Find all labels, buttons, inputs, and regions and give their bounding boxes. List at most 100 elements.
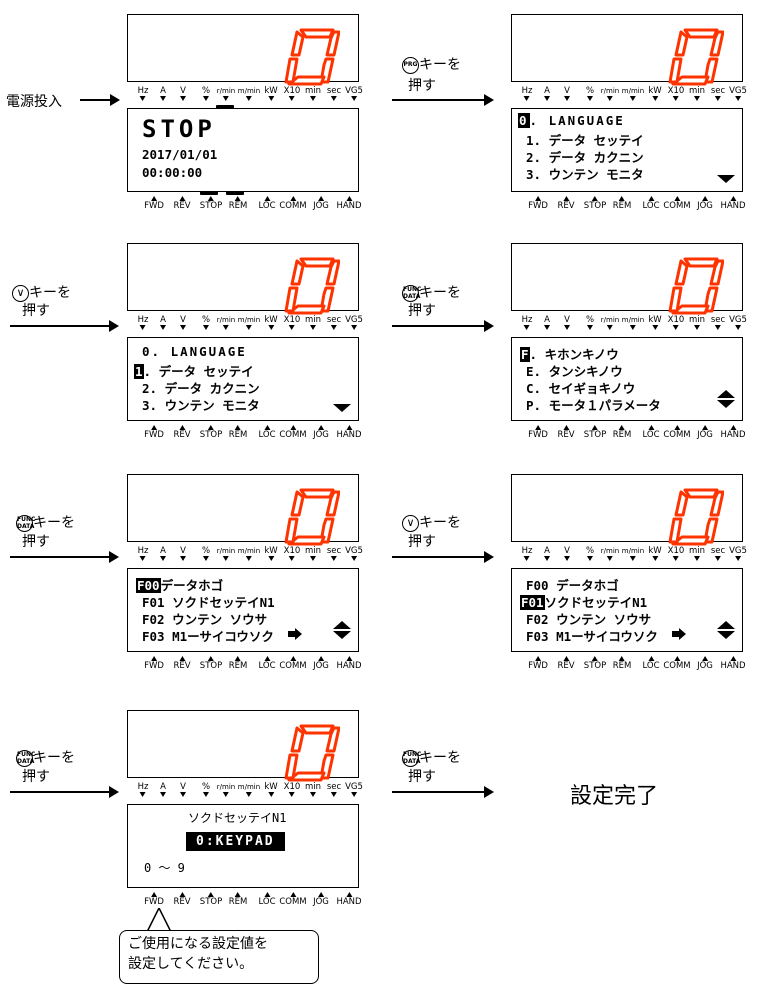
unit-indicator-3: %: [202, 86, 210, 101]
unit-indicator-5: m/min: [238, 315, 260, 330]
unit-indicator-0: Hz: [138, 782, 148, 797]
indicator-bar-stop: [200, 191, 218, 195]
arrow-5: [10, 551, 119, 563]
status-indicator-rev: REV: [173, 892, 191, 907]
led-digit-zero: [284, 28, 340, 86]
lcd-line: F02 ウンテン ソウサ: [526, 609, 651, 628]
status-indicator-fwd: FWD: [144, 425, 164, 440]
push-label: 押す: [408, 78, 436, 94]
status-indicator-comm: COMM: [663, 196, 691, 211]
unit-indicator-5: m/min: [238, 782, 260, 797]
unit-indicator-0: Hz: [522, 546, 532, 561]
status-indicator-stop: STOP: [584, 656, 606, 671]
lcd-line: 2017/01/01: [142, 147, 217, 162]
status-indicator-loc: LOC: [642, 656, 660, 671]
lcd-line: F00 データホゴ: [526, 575, 619, 594]
callout-line-1: ご使用になる設定値を: [128, 936, 268, 952]
scroll-up-down-icon: [333, 621, 351, 639]
status-indicator-hand: HAND: [336, 656, 362, 671]
push-label: 押す: [22, 534, 50, 550]
status-indicator-rev: REV: [173, 425, 191, 440]
unit-indicator-6: kW: [264, 86, 278, 101]
unit-indicator-8: min: [305, 546, 321, 561]
lcd-line: STOP: [142, 115, 216, 143]
led-digit-zero: [284, 724, 340, 782]
unit-indicator-2: V: [564, 315, 570, 330]
unit-indicator-5: m/min: [622, 315, 644, 330]
lcd-text: 2017/01/01: [142, 147, 218, 162]
lcd-line: F03 M1ーサイコウソク: [142, 626, 274, 645]
lcd-line: F00データホゴ: [136, 575, 223, 594]
lcd-text: 3. ウンテン モニタ: [142, 398, 260, 413]
lcd-text: F01 ソクドセッテイN1: [142, 595, 275, 610]
cursor-selection: F: [520, 347, 530, 362]
unit-indicator-0: Hz: [138, 546, 148, 561]
lcd-text: . LANGUAGE: [529, 113, 625, 128]
callout-line-2: 設定してください。: [128, 956, 254, 972]
key-suffix: キーを: [419, 750, 461, 766]
unit-indicator-9: sec: [327, 86, 341, 101]
unit-indicator-3: %: [586, 546, 594, 561]
unit-indicator-5: m/min: [238, 86, 260, 101]
lcd-text: F02 ウンテン ソウサ: [526, 612, 652, 627]
status-indicator-fwd: FWD: [144, 656, 164, 671]
lcd-line: F. キホンキノウ: [520, 344, 619, 363]
lcd-text: 2. データ カクニン: [526, 150, 644, 165]
unit-indicator-9: sec: [711, 86, 725, 101]
key-suffix: キーを: [33, 750, 75, 766]
status-indicator-fwd: FWD: [144, 892, 164, 907]
led-digit-zero: [668, 488, 724, 546]
status-indicator-rem: REM: [229, 892, 247, 907]
lcd-line: F02 ウンテン ソウサ: [142, 609, 267, 628]
led-display: [511, 243, 743, 315]
down-key-instruction: ∨キーを: [402, 512, 461, 532]
status-indicator-jog: JOG: [313, 425, 329, 440]
unit-indicator-7: X10: [668, 86, 684, 101]
status-indicator-loc: LOC: [642, 196, 660, 211]
status-indicator-comm: COMM: [663, 656, 691, 671]
status-indicator-hand: HAND: [336, 425, 362, 440]
status-indicator-hand: HAND: [720, 656, 746, 671]
led-display: [511, 14, 743, 86]
lcd-line: 2. データ カクニン: [526, 147, 644, 166]
status-indicator-comm: COMM: [279, 425, 307, 440]
cursor-selection: F00: [136, 578, 161, 593]
status-indicator-loc: LOC: [258, 196, 276, 211]
parameter-value: 0:KEYPAD: [186, 832, 285, 851]
unit-indicator-6: kW: [264, 315, 278, 330]
lcd-line: 0. LANGUAGE: [142, 344, 247, 359]
status-indicator-comm: COMM: [279, 196, 307, 211]
status-indicator-rem: REM: [613, 656, 631, 671]
unit-indicator-10: VG5: [729, 86, 747, 101]
down-key-instruction: ∨キーを: [12, 282, 71, 302]
lcd-line: 1. データ セッテイ: [134, 361, 254, 380]
unit-indicator-6: kW: [648, 315, 662, 330]
unit-indicator-10: VG5: [345, 546, 363, 561]
unit-indicator-0: Hz: [138, 315, 148, 330]
status-indicator-loc: LOC: [258, 656, 276, 671]
lcd-text: 0. LANGUAGE: [142, 344, 247, 359]
lcd-text: C. セイギョキノウ: [526, 381, 636, 396]
lcd-line: F01 ソクドセッテイN1: [142, 592, 275, 611]
status-indicator-jog: JOG: [697, 425, 713, 440]
lcd-text: ソクドセッテイN1: [544, 595, 648, 610]
unit-indicator-2: V: [180, 782, 186, 797]
arrow-8: [392, 786, 494, 798]
status-indicator-hand: HAND: [336, 892, 362, 907]
unit-indicator-9: sec: [327, 315, 341, 330]
status-indicator-stop: STOP: [584, 425, 606, 440]
unit-indicator-9: sec: [711, 546, 725, 561]
